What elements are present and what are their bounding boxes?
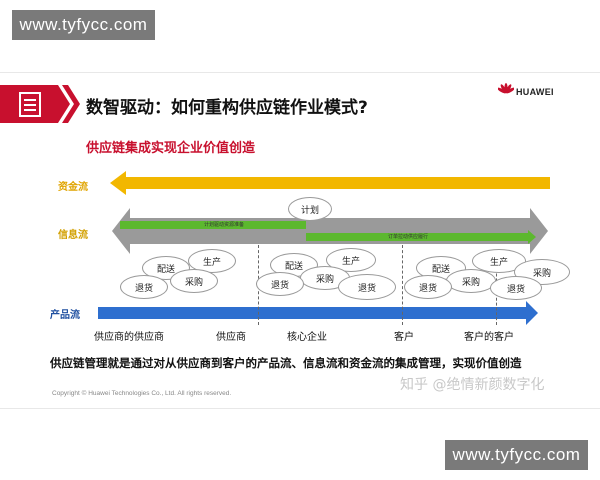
slide-subtitle: 供应链集成实现企业价值创造 <box>86 141 256 156</box>
slide: 数智驱动：如何重构供应链作业模式? HUAWEI 供应链集成实现企业价值创造 资… <box>0 72 600 409</box>
plan-bubble: 计划 <box>288 197 332 221</box>
document-icon <box>0 85 80 123</box>
plan-bar-label: 计划驱动资源准备 <box>204 222 245 228</box>
info-flow-label: 信息流 <box>58 230 88 241</box>
copyright: Copyright © Huawei Technologies Co., Ltd… <box>52 390 232 397</box>
entity-label: 供应商的供应商 <box>94 332 164 343</box>
info-flow-arrow <box>112 208 548 254</box>
product-flow-arrow <box>98 301 538 325</box>
entity-label: 客户 <box>394 332 414 343</box>
purchase-bubble: 采购 <box>446 269 496 293</box>
watermark-top: www.tyfycc.com <box>12 10 155 40</box>
brand-name: HUAWEI <box>516 87 554 97</box>
slide-title: 数智驱动：如何重构供应链作业模式? <box>86 98 368 118</box>
entity-label: 核心企业 <box>287 332 327 343</box>
returns-bubble: 退货 <box>256 272 304 296</box>
flow-arrows <box>98 171 550 325</box>
entity-label: 供应商 <box>216 332 246 343</box>
capital-flow-arrow <box>110 171 550 195</box>
delivery-bubble: 配送 <box>142 256 190 280</box>
returns-bubble: 退货 <box>120 275 168 299</box>
author-watermark: 知乎 @绝情新颜数字化 <box>400 377 545 393</box>
watermark-bottom: www.tyfycc.com <box>445 440 588 470</box>
production-bubble: 生产 <box>472 249 526 273</box>
slide-caption: 供应链管理就是通过对从供应商到客户的产品流、信息流和资金流的集成管理，实现价值创… <box>50 356 522 370</box>
info-order-bar <box>306 230 536 244</box>
info-plan-bar <box>120 221 306 229</box>
returns-bubble: 退货 <box>338 274 396 300</box>
capital-flow-label: 资金流 <box>58 182 88 193</box>
divider-line <box>402 245 403 325</box>
product-flow-label: 产品流 <box>50 310 80 321</box>
purchase-bubble: 采购 <box>170 269 218 293</box>
returns-bubble: 退货 <box>490 276 542 300</box>
entity-label: 客户的客户 <box>464 332 514 343</box>
returns-bubble: 退货 <box>404 275 452 299</box>
order-bar-label: 订单拉动供应履行 <box>388 234 429 240</box>
huawei-logo-icon <box>498 83 514 94</box>
